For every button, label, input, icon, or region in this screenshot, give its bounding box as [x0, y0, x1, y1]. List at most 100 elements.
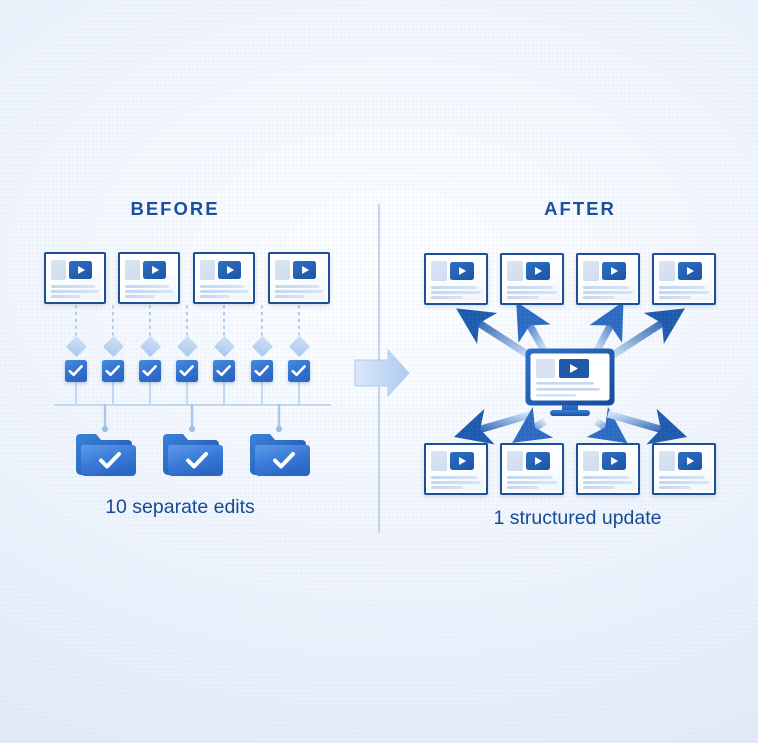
folder-checked-icon[interactable]	[248, 430, 310, 478]
check-icon	[68, 365, 83, 377]
card-video-icon	[602, 262, 626, 281]
card-frame	[424, 253, 488, 305]
monitor-screen-line-1	[536, 382, 594, 385]
card-text-line	[125, 290, 173, 294]
card-video-icon	[526, 262, 550, 281]
folder-front	[254, 444, 310, 476]
card-thumbnail-icon	[200, 260, 216, 281]
hub-arrow-top-4	[605, 308, 685, 362]
card-text-line	[659, 296, 691, 300]
folder-checked-icon[interactable]	[161, 430, 223, 478]
check-icon	[179, 365, 194, 377]
play-icon	[459, 457, 467, 466]
before-content-card[interactable]	[268, 252, 330, 304]
play-icon	[459, 267, 467, 276]
check-icon	[216, 365, 231, 377]
play-icon	[611, 267, 619, 276]
card-text-line	[275, 295, 306, 299]
checkbox-checked[interactable]	[251, 360, 273, 382]
play-icon	[535, 457, 543, 466]
play-icon	[611, 457, 619, 466]
card-text-line	[659, 475, 705, 479]
folder-front	[80, 444, 136, 476]
checkbox-checked[interactable]	[102, 360, 124, 382]
hub-arrow-top-3	[589, 301, 624, 354]
card-text-line	[507, 285, 553, 289]
card-frame	[44, 252, 106, 304]
check-icon	[105, 365, 120, 377]
folder-front	[167, 444, 223, 476]
card-text-line	[200, 284, 245, 288]
card-frame	[652, 443, 716, 495]
folder-check-icon	[273, 452, 295, 469]
card-frame	[576, 253, 640, 305]
play-icon	[151, 266, 159, 275]
before-content-card[interactable]	[44, 252, 106, 304]
card-frame	[652, 253, 716, 305]
card-thumbnail-icon	[659, 451, 675, 472]
card-text-line	[659, 486, 691, 490]
monitor-screen-line-3	[536, 394, 576, 397]
card-text-line	[51, 290, 99, 294]
folder-checked-icon[interactable]	[74, 430, 136, 478]
checkbox-checked[interactable]	[288, 360, 310, 382]
card-text-line	[275, 284, 320, 288]
card-text-line	[659, 481, 709, 485]
play-icon	[687, 457, 695, 466]
card-thumbnail-icon	[125, 260, 141, 281]
after-content-card[interactable]	[500, 253, 564, 305]
card-frame	[500, 253, 564, 305]
card-frame	[268, 252, 330, 304]
check-icon	[291, 365, 306, 377]
card-frame	[576, 443, 640, 495]
card-text-line	[431, 481, 481, 485]
after-content-card[interactable]	[500, 443, 564, 495]
card-text-line	[583, 475, 629, 479]
card-frame	[193, 252, 255, 304]
before-content-card[interactable]	[193, 252, 255, 304]
card-video-icon	[526, 452, 550, 471]
card-thumbnail-icon	[583, 261, 599, 282]
card-text-line	[659, 291, 709, 295]
check-icon	[142, 365, 157, 377]
monitor-screen-thumb	[536, 359, 555, 378]
checkbox-checked[interactable]	[139, 360, 161, 382]
folder-check-icon	[99, 452, 121, 469]
card-thumbnail-icon	[275, 260, 291, 281]
after-content-card[interactable]	[424, 253, 488, 305]
check-icon	[254, 365, 269, 377]
card-text-line	[583, 285, 629, 289]
card-text-line	[431, 475, 477, 479]
after-content-card[interactable]	[652, 253, 716, 305]
card-text-line	[507, 291, 557, 295]
folder-check-icon	[186, 452, 208, 469]
card-text-line	[125, 295, 156, 299]
card-text-line	[200, 290, 248, 294]
play-icon	[687, 267, 695, 276]
card-thumbnail-icon	[507, 451, 523, 472]
hub-arrow-bottom-3	[586, 406, 628, 444]
card-text-line	[583, 486, 615, 490]
card-video-icon	[69, 261, 93, 280]
heading-before: BEFORE	[130, 198, 220, 219]
checkbox-checked[interactable]	[65, 360, 87, 382]
card-text-line	[431, 296, 463, 300]
card-thumbnail-icon	[659, 261, 675, 282]
card-video-icon	[678, 452, 702, 471]
card-frame	[424, 443, 488, 495]
card-frame	[500, 443, 564, 495]
checkbox-checked[interactable]	[176, 360, 198, 382]
after-content-card[interactable]	[576, 253, 640, 305]
monitor-play-icon	[570, 364, 578, 373]
after-content-card[interactable]	[652, 443, 716, 495]
play-icon	[77, 266, 85, 275]
after-content-card[interactable]	[424, 443, 488, 495]
before-content-card[interactable]	[118, 252, 180, 304]
checkbox-checked[interactable]	[213, 360, 235, 382]
central-monitor[interactable]	[524, 347, 616, 423]
hub-arrow-bottom-4	[606, 408, 688, 445]
card-thumbnail-icon	[583, 451, 599, 472]
card-video-icon	[450, 262, 474, 281]
caption-before: 10 separate edits	[105, 496, 255, 518]
after-content-card[interactable]	[576, 443, 640, 495]
